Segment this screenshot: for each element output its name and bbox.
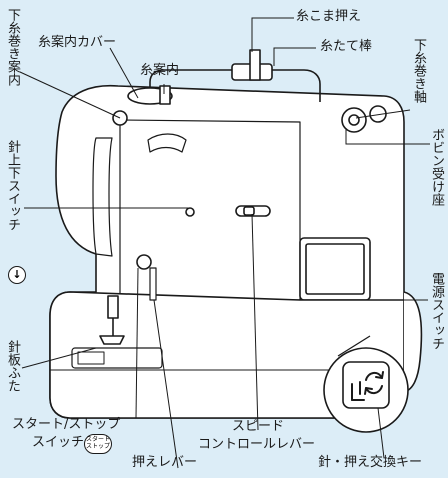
label-spool-cap: 糸こま押え — [296, 9, 362, 24]
leader-spool-cap — [251, 17, 294, 52]
presser-foot — [99, 335, 125, 345]
label-presser-foot-lever: 押えレバー — [132, 455, 198, 470]
speed-control-knob — [243, 206, 255, 216]
label-thread-guide-cover: 糸案内カバー — [38, 35, 117, 50]
label-needle-plate-cover: 針板ふた — [5, 340, 20, 392]
label-bobbin-winder-shaft: 下糸巻き軸 — [411, 38, 426, 103]
leader-bobbin-winder-shaft — [355, 109, 411, 119]
leader-needle-plate-cover — [21, 347, 97, 369]
leader-start-stop — [135, 267, 139, 419]
leader-thread-guide-cover — [109, 47, 139, 99]
leader-exchange-key — [377, 407, 385, 459]
label-needle-position-switch: 針上下スイッチ — [5, 140, 20, 231]
label-speed-control-line2: コントロールレバー — [198, 437, 316, 452]
needle-plate-cover — [77, 351, 105, 365]
needle-up-down-icon: ↓ — [8, 266, 26, 284]
leader-speed-control — [251, 213, 259, 431]
machine-arm — [119, 119, 301, 301]
spool-cap — [249, 49, 261, 81]
leader-bobbin-winder-guide — [19, 71, 121, 119]
presser-foot-exchange-icon — [351, 371, 384, 401]
presser-foot-lever — [149, 267, 157, 301]
leader-spool-pin — [273, 47, 316, 66]
lcd-inner — [305, 243, 365, 295]
start-stop-icon: スタート ストップ — [84, 434, 112, 454]
leader-bobbin-seat — [345, 128, 430, 145]
label-needle-foot-exchange-key: 針・押え交換キー — [318, 455, 423, 470]
label-speed-control-line1: スピード — [232, 419, 285, 434]
exchange-key-pointer — [337, 335, 371, 357]
start-stop-button — [136, 254, 152, 270]
leader-lines — [19, 17, 430, 469]
label-start-stop-line2: スイッチ — [32, 435, 85, 450]
start-stop-icon-text-1: スタート — [85, 436, 110, 444]
thread-guide — [159, 85, 171, 105]
face-plate — [92, 137, 113, 257]
exchange-key-button — [342, 361, 390, 409]
label-power-switch: 電源スイッチ — [429, 272, 444, 350]
tension-dial — [147, 133, 187, 153]
bobbin-winder-shaft — [348, 114, 360, 126]
needle-position-switch — [185, 207, 195, 217]
label-bobbin-seat: ボビン受け座 — [429, 128, 444, 206]
label-start-stop-line1: スタート/ストップ — [12, 417, 121, 432]
needle-bar — [107, 295, 119, 319]
start-stop-icon-text-2: ストップ — [85, 443, 110, 450]
leader-presser-lever — [153, 299, 179, 469]
label-spool-pin: 糸たて棒 — [320, 39, 373, 54]
label-bobbin-winder-guide: 下糸巻き案内 — [5, 8, 20, 86]
label-thread-guide: 糸案内 — [140, 63, 180, 78]
